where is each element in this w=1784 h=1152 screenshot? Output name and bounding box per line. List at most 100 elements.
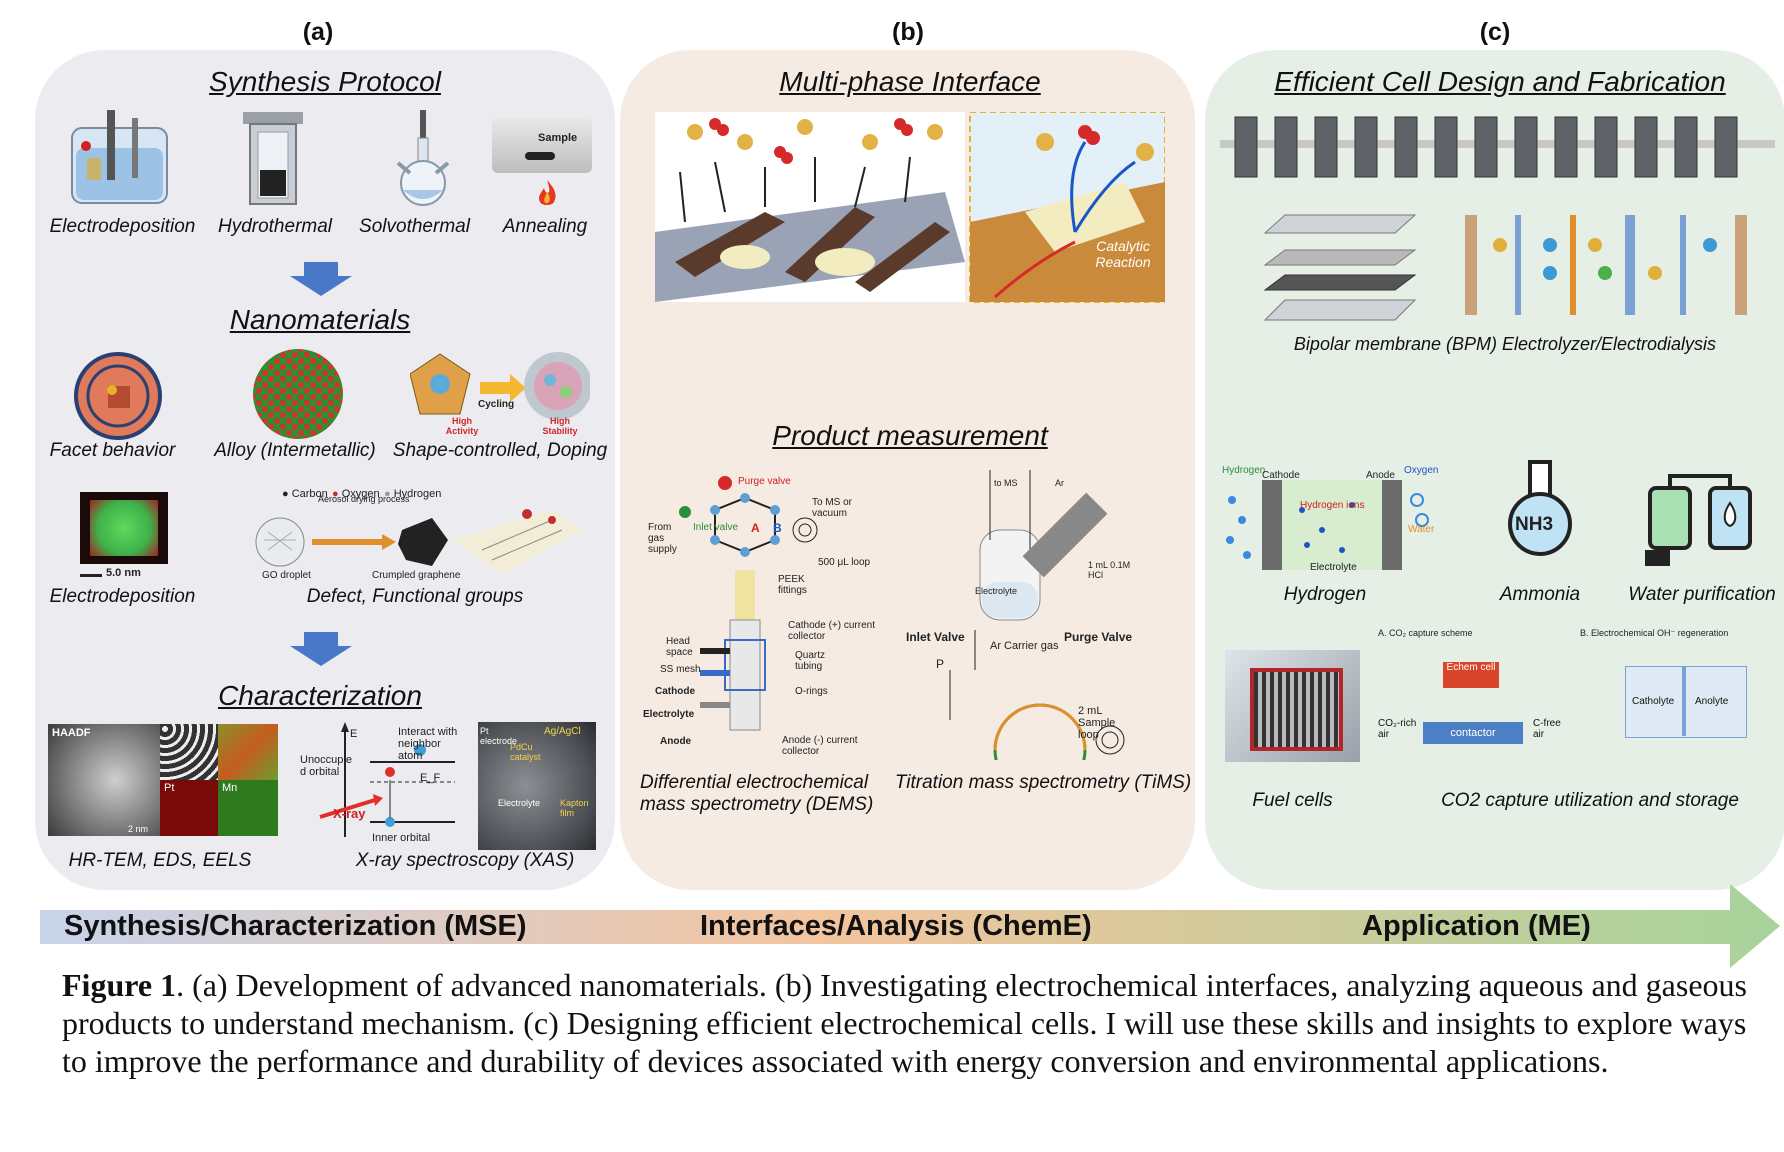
defect-caption: Defect, Functional groups — [306, 586, 524, 607]
tims-hcl-label: 1 mL 0.1M HCl — [1088, 560, 1131, 580]
legend-oxygen: ● Oxygen — [332, 488, 380, 500]
multiphase-interface-title: Multi-phase Interface — [779, 66, 1041, 97]
high-stability-label: High Stability — [542, 416, 578, 436]
electrolyzer-exploded-view — [1263, 214, 1417, 321]
dems-ss-mesh-label: SS mesh — [660, 664, 701, 675]
band-label-me: Application (ME) — [1362, 910, 1591, 942]
dems-head-label: Head space — [666, 636, 693, 658]
solvothermal-flask — [396, 110, 450, 206]
xas-e-label: E — [350, 728, 358, 740]
synthesis-protocol-title: Synthesis Protocol — [209, 66, 441, 97]
dems-cathode-cc-label: Cathode (+) current collector — [788, 620, 875, 642]
tims-p-label: P — [936, 657, 945, 671]
multiphase-interface-illustration — [655, 112, 1165, 303]
legend-carbon: ● Carbon — [282, 488, 328, 500]
shape-controlled-doping — [410, 352, 590, 420]
h2-oxygen-label: Oxygen — [1404, 465, 1439, 476]
xas-unoccupied-label: Unoccupie d orbital — [300, 754, 352, 778]
dems-diagram — [679, 476, 818, 731]
xas-electrolyte-label: Electrolyte — [498, 798, 541, 808]
scale-bar — [80, 574, 102, 577]
sample-boat — [525, 152, 555, 160]
co2-rich-label: CO₂-rich air — [1378, 718, 1417, 740]
figure-caption: Figure 1. (a) Development of advanced na… — [62, 966, 1762, 1080]
nanomaterials-title: Nanomaterials — [229, 304, 411, 335]
flame-icon — [539, 180, 556, 205]
legend-hydrogen: ● Hydrogen — [384, 488, 442, 500]
mn-map-image — [218, 780, 278, 836]
dems-b-label: B — [773, 521, 782, 535]
crumpled-graphene-label: Crumpled graphene — [372, 570, 461, 581]
tims-ar-label: Ar — [1055, 478, 1064, 488]
legend-hydrogen-text: Hydrogen — [393, 488, 442, 500]
sample-label: Sample — [538, 132, 578, 144]
xas-interact-label: Interact with neighbor atom — [398, 726, 458, 762]
panel-b-label: (b) — [892, 18, 924, 46]
dems-inlet-label: Inlet valve — [693, 522, 739, 533]
dems-to-ms-label: To MS or vacuum — [812, 497, 853, 519]
dems-from-gas-label: From gas supply — [648, 522, 677, 555]
band-label-mse: Synthesis/Characterization (MSE) — [64, 910, 527, 942]
app-item-3: Water purification — [1628, 584, 1776, 605]
h2-anode-label: Anode — [1366, 470, 1395, 481]
scale-bar-label: 5.0 nm — [106, 567, 141, 579]
h2-water-label: Water — [1408, 524, 1435, 535]
down-arrow-1 — [290, 262, 352, 296]
co2-contactor-box: contactor — [1423, 722, 1523, 744]
cycling-label: Cycling — [478, 399, 515, 410]
haadf-label: HAADF — [52, 727, 91, 739]
characterization-title: Characterization — [218, 680, 422, 711]
co2-capture-scheme-b: Catholyte Anolyte — [1580, 636, 1770, 786]
water-purification-icon — [1645, 474, 1752, 566]
app-item-2: Ammonia — [1499, 584, 1581, 605]
dems-anode-label: Anode — [660, 736, 692, 747]
graphene-defect-scheme — [255, 509, 582, 575]
tims-carrier-label: Ar Carrier gas — [990, 640, 1059, 652]
legend-carbon-text: Carbon — [291, 488, 328, 500]
app-item-1: Hydrogen — [1283, 584, 1367, 605]
bottom-item-2: CO2 capture utilization and storage — [1441, 790, 1739, 811]
dems-cathode-label: Cathode — [655, 686, 695, 697]
co2-anolyte-label: Anolyte — [1695, 696, 1729, 707]
tims-purge-label: Purge Valve — [1064, 630, 1133, 644]
synthesis-item-2: Hydrothermal — [217, 216, 333, 237]
synthesis-item-3: Solvothermal — [359, 216, 470, 237]
aerosol-label: Aerosol drying process — [318, 494, 410, 504]
co2-free-label: C-free air — [1533, 718, 1561, 740]
dems-quartz-label: Quartz tubing — [795, 650, 826, 672]
h2-electrolyte-label: Electrolyte — [1310, 562, 1357, 573]
scale-2nm-label: 2 nm — [128, 824, 149, 834]
alloy-nanoparticle — [253, 349, 343, 439]
dems-loop-label: 500 μL loop — [818, 557, 871, 568]
facet-nanoparticle — [74, 352, 162, 440]
fuel-cell-photo — [1225, 650, 1360, 762]
catalytic-reaction-label: Catalytic Reaction — [1095, 238, 1151, 270]
xas-inner-label: Inner orbital — [372, 832, 431, 844]
tims-loop-label: 2 mL Sample loop — [1078, 705, 1116, 741]
discipline-arrow-band — [40, 884, 1780, 968]
tims-diagram — [949, 470, 1125, 760]
char-item-2: X-ray spectroscopy (XAS) — [355, 850, 575, 871]
synthesis-item-4: Annealing — [502, 216, 588, 237]
char-item-1: HR-TEM, EDS, EELS — [68, 850, 252, 871]
xas-agcl-label: Ag/AgCl — [544, 726, 581, 737]
tims-inlet-label: Inlet Valve — [906, 630, 965, 644]
eds-map-image — [80, 492, 168, 564]
tims-caption: Titration mass spectrometry (TiMS) — [894, 772, 1192, 793]
atomic-lattice-image — [160, 724, 218, 780]
panel-a-label: (a) — [302, 18, 334, 46]
go-droplet-label: GO droplet — [262, 570, 311, 581]
co2-echem-box: Echem cell — [1443, 662, 1499, 688]
cell-design-title: Efficient Cell Design and Fabrication — [1274, 66, 1726, 97]
dems-electrolyte-label: Electrolyte — [643, 709, 695, 720]
pt-map-label: Pt — [164, 782, 175, 794]
co2-catholyte-label: Catholyte — [1632, 696, 1675, 707]
xas-catalyst-label: PdCu catalyst — [510, 742, 541, 762]
dems-anode-cc-label: Anode (-) current collector — [782, 735, 858, 757]
panel-c-label: (c) — [1479, 18, 1511, 46]
product-measurement-title: Product measurement — [772, 420, 1048, 451]
dems-purge-label: Purge valve — [738, 476, 791, 487]
xas-cell-photo — [478, 722, 596, 850]
edep-caption-2: Electrodeposition — [49, 586, 196, 607]
overlay-map-image — [218, 724, 278, 780]
